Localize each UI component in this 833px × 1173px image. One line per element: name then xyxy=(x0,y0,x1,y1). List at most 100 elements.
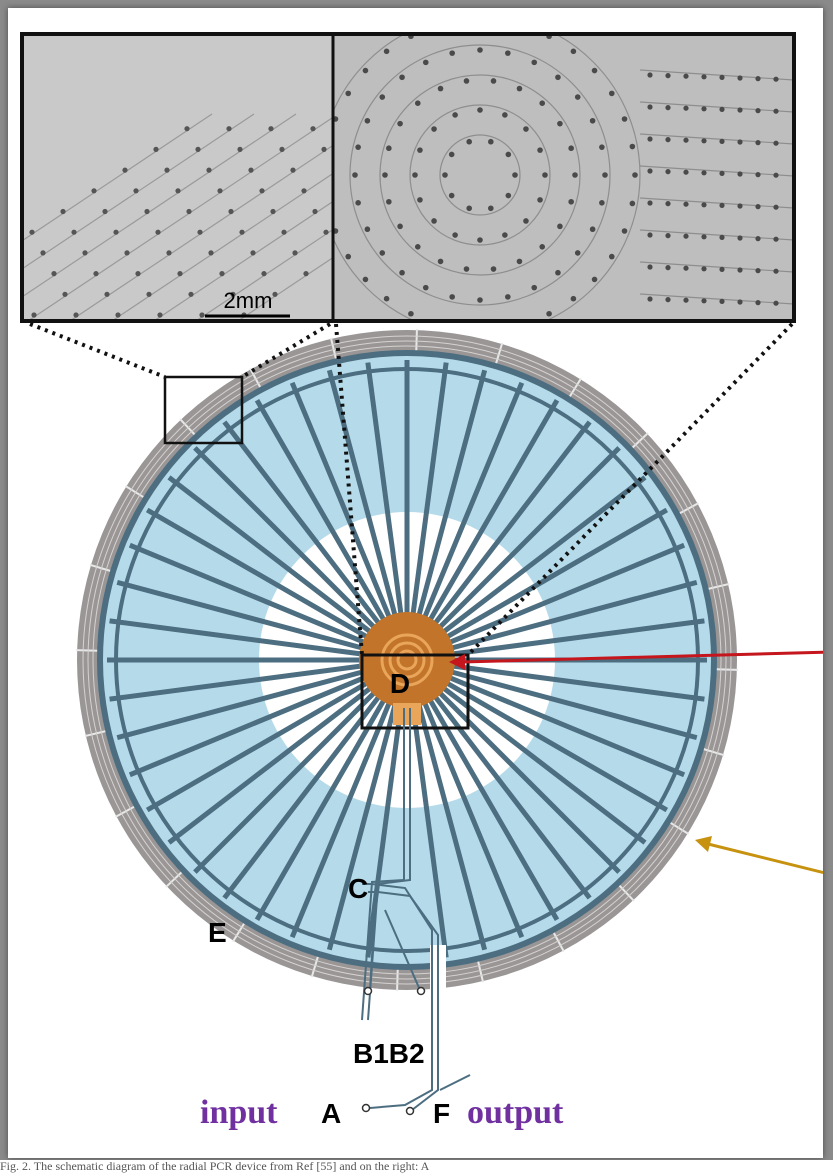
micro-bead xyxy=(386,145,392,152)
radial-channel xyxy=(433,446,621,634)
micrograph-right xyxy=(334,34,794,333)
micro-bead xyxy=(362,67,369,74)
micro-bead xyxy=(184,126,190,132)
micro-spiral xyxy=(409,104,551,246)
micro-bead xyxy=(542,172,548,178)
micro-bead xyxy=(701,106,707,112)
center-serpentine xyxy=(380,633,434,687)
ring-segment-divider xyxy=(310,955,320,978)
micro-bead xyxy=(570,295,577,302)
ring-segment-divider xyxy=(115,805,136,818)
outer-ring-channels xyxy=(76,329,738,991)
radial-channel xyxy=(128,542,372,648)
micro-bead xyxy=(574,94,581,100)
arrow-red xyxy=(449,650,823,670)
micro-bead xyxy=(386,198,392,205)
micro-bead xyxy=(531,59,538,66)
micro-bead xyxy=(683,105,689,111)
radial-channel xyxy=(128,672,372,778)
radial-channel xyxy=(424,693,560,922)
micro-bead xyxy=(608,90,615,97)
micro-bead xyxy=(773,268,779,274)
radial-channel xyxy=(446,618,705,658)
micro-bead xyxy=(146,291,152,297)
label-c: C xyxy=(348,873,368,904)
micro-bead xyxy=(186,208,192,215)
micro-bead xyxy=(437,85,444,92)
ring-segment-divider xyxy=(232,922,246,943)
micro-bead xyxy=(323,229,329,235)
micro-bead xyxy=(422,284,429,291)
micro-bead xyxy=(647,200,653,206)
micro-bead xyxy=(397,223,403,230)
micro-bead xyxy=(737,235,743,241)
micro-bead xyxy=(477,107,483,113)
ring-segment-divider xyxy=(179,418,196,436)
micrograph-border xyxy=(20,32,796,323)
micro-bead xyxy=(531,284,538,291)
micro-bead xyxy=(755,140,761,146)
radial-channel xyxy=(440,507,669,643)
micrograph-left xyxy=(22,34,332,321)
micro-bead xyxy=(345,90,352,97)
micro-bead xyxy=(719,298,725,304)
micro-bead xyxy=(248,167,254,173)
micro-bead xyxy=(537,147,543,153)
micro-bead xyxy=(399,74,405,81)
micro-channel xyxy=(639,165,794,177)
micro-bead xyxy=(719,138,725,144)
scale-bar: 2mm xyxy=(205,288,290,318)
micro-bead xyxy=(197,229,203,235)
radial-channel xyxy=(433,686,621,874)
micro-bead xyxy=(155,229,161,235)
micro-bead xyxy=(51,271,57,277)
micro-bead xyxy=(546,310,552,317)
radial-channel xyxy=(116,667,370,741)
micro-bead xyxy=(665,297,671,303)
micro-channel xyxy=(22,113,255,270)
micro-bead xyxy=(379,250,386,256)
micro-channel xyxy=(22,113,213,242)
micro-bead xyxy=(647,136,653,142)
micro-bead xyxy=(647,296,653,302)
micro-bead xyxy=(647,264,653,270)
radial-channel xyxy=(446,662,705,702)
radial-channel xyxy=(442,542,686,648)
micro-bead xyxy=(755,268,761,274)
micro-bead xyxy=(195,146,201,152)
micro-bead xyxy=(463,327,469,333)
micro-bead xyxy=(208,250,214,256)
micro-bead xyxy=(408,310,414,317)
radial-channel xyxy=(193,686,381,874)
figure-frame: 2mm xyxy=(8,8,823,1158)
micro-bead xyxy=(488,138,494,145)
micro-channel xyxy=(22,113,297,298)
ring-channel-line xyxy=(82,335,732,985)
micro-bead xyxy=(701,170,707,176)
ring-channel-line xyxy=(87,340,727,980)
micro-bead xyxy=(449,294,455,300)
micro-bead xyxy=(665,265,671,271)
micro-bead xyxy=(292,250,298,256)
micro-channel xyxy=(639,229,794,241)
radial-channel xyxy=(193,446,381,634)
micro-bead xyxy=(301,188,307,194)
ring-segment-divider xyxy=(396,968,399,991)
micro-bead xyxy=(665,73,671,79)
micro-bead xyxy=(334,116,339,122)
micro-bead xyxy=(73,312,79,318)
micro-bead xyxy=(82,250,88,256)
ring-segment-divider xyxy=(552,931,565,952)
micro-bead xyxy=(417,197,423,203)
micro-bead xyxy=(608,253,615,260)
ring-segment-divider xyxy=(477,960,485,983)
micro-bead xyxy=(755,236,761,242)
micro-bead xyxy=(555,74,561,81)
radial-channel xyxy=(442,672,686,778)
micro-bead xyxy=(153,146,159,152)
micro-bead xyxy=(591,67,598,74)
micro-bead xyxy=(272,291,278,297)
annotation-output: output xyxy=(467,1094,564,1131)
micro-bead xyxy=(591,276,598,283)
micro-bead xyxy=(355,144,361,150)
